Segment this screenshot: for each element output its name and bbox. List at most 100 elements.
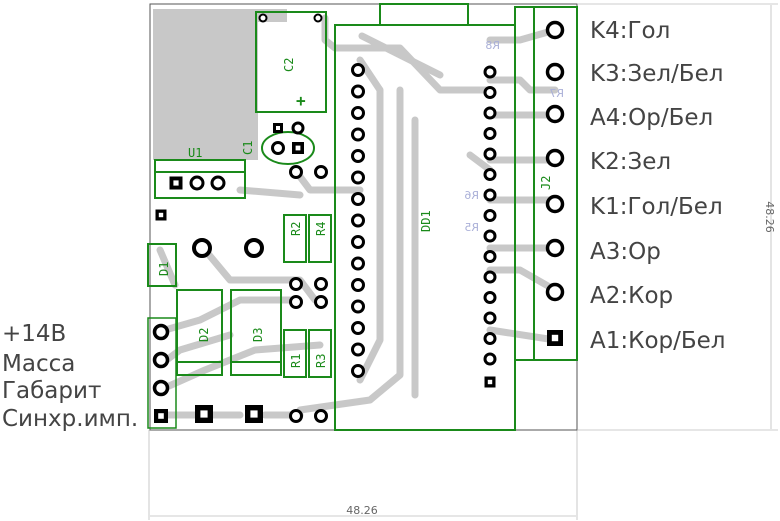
right-label-k4: K4:Гол <box>590 18 670 44</box>
dd1-pin-right <box>483 209 497 222</box>
dd1-pin-left <box>351 256 365 271</box>
label-c2: C2 <box>282 58 296 72</box>
r-pad <box>289 165 303 179</box>
dd1-pin-left <box>351 84 365 99</box>
r2-outline <box>283 214 307 263</box>
left-label-ground: Масса <box>2 351 75 377</box>
label-r5: R5 <box>464 221 479 234</box>
silk-labels: C2 + C1 U1 D1 D2 D3 R2 R4 R1 R3 DD1 J2 R… <box>157 39 564 368</box>
j2-pin <box>545 194 565 214</box>
r-pad <box>314 165 328 179</box>
power-pad-hole <box>250 410 258 418</box>
dd1-pin-right <box>483 147 497 161</box>
j2-pin <box>545 20 565 40</box>
dd1-pin-left <box>351 364 365 378</box>
dd1-pin-right <box>483 86 497 99</box>
dimension-lines <box>148 3 778 520</box>
dd1-pin-right <box>483 127 497 140</box>
copper-pour <box>153 9 287 160</box>
label-u1: U1 <box>188 146 202 160</box>
dd1-pin-left <box>351 106 365 120</box>
r-pad <box>314 295 328 309</box>
label-r6: R6 <box>464 189 479 202</box>
label-r7: R7 <box>549 87 564 100</box>
dd1-pin-right <box>483 311 497 325</box>
dd1-pin-left <box>351 342 365 357</box>
right-labels: K4:Гол K3:Зел/Бел A4:Ор/Бел K2:Зел K1:Го… <box>590 18 726 354</box>
dd1-pin-left <box>351 170 365 185</box>
u1-pin <box>210 175 226 191</box>
d1-pad <box>192 238 212 258</box>
label-d3: D3 <box>251 328 265 342</box>
dd1-pin-right <box>483 106 497 120</box>
u1-pin-1-hole <box>173 180 179 186</box>
dd1-pin-left <box>351 149 365 163</box>
dd1-pin-left <box>351 213 365 228</box>
dd1-pin-right <box>483 270 497 284</box>
dd1-pin-left <box>351 321 365 335</box>
right-label-k1: K1:Гол/Бел <box>590 194 723 220</box>
header-pin <box>152 379 170 397</box>
dd1-pin-left <box>351 278 365 292</box>
label-r1: R1 <box>289 354 303 368</box>
c2-pad <box>258 13 268 23</box>
c1-lead-round <box>291 121 305 135</box>
dd1-pin-right <box>483 291 497 304</box>
c2-outline <box>255 11 327 113</box>
right-label-a4: A4:Ор/Бел <box>590 105 713 131</box>
j2-pin <box>545 238 565 258</box>
right-label-a2: A2:Кор <box>590 283 673 309</box>
dd1-pin-left <box>351 192 365 206</box>
label-d2: D2 <box>197 328 211 342</box>
d1-pad <box>244 238 264 258</box>
label-plus: + <box>296 91 306 110</box>
left-label-power: +14В <box>2 321 66 347</box>
dd1-pin-1-hole <box>487 379 493 385</box>
dd1-pin-right <box>483 65 497 79</box>
dd1-pin-right <box>483 332 497 345</box>
label-r3: R3 <box>314 354 328 368</box>
r-pad <box>289 409 303 423</box>
c1-pad-square-hole <box>295 145 301 151</box>
dd1-pin-left <box>351 127 365 142</box>
header-pin <box>152 323 170 341</box>
j2-outline <box>514 6 578 361</box>
dd1-pin-right <box>483 352 497 366</box>
dd1-pin-left <box>351 63 365 77</box>
dd1-pin-right <box>483 229 497 243</box>
power-pad-hole <box>200 410 208 418</box>
label-dd1: DD1 <box>419 210 433 232</box>
right-label-k3: K3:Зел/Бел <box>590 61 723 87</box>
dim-width: 48.26 <box>346 504 378 517</box>
j2-pin <box>545 62 565 82</box>
j2-pin <box>545 148 565 168</box>
c1-lead-hole <box>276 126 280 130</box>
dim-height: 48.26 <box>763 201 776 233</box>
r1-outline <box>283 329 307 378</box>
dd1-pin-right <box>483 188 497 202</box>
r-pad <box>289 295 303 309</box>
right-label-a3: A3:Ор <box>590 239 661 265</box>
dd1-notch <box>379 3 469 26</box>
left-labels: +14В Масса Габарит Синхр.имп. <box>2 321 138 432</box>
label-j2: J2 <box>539 176 553 190</box>
right-label-k2: K2:Зел <box>590 149 671 175</box>
c2-pad <box>313 13 323 23</box>
d1-outline <box>147 243 177 287</box>
header-pin-4-hole <box>158 413 164 419</box>
r4-outline <box>308 214 332 263</box>
label-r2: R2 <box>289 222 303 236</box>
left-header-outline <box>147 317 177 429</box>
dd1-pin-left <box>351 235 365 249</box>
left-label-lights: Габарит <box>2 378 101 404</box>
r-pad <box>314 277 328 291</box>
d2-outline <box>176 289 223 376</box>
right-label-a1: A1:Кор/Бел <box>590 328 726 354</box>
pads <box>152 13 565 423</box>
label-r8: R8 <box>485 39 500 52</box>
silkscreen <box>147 3 578 431</box>
j2-pin <box>545 104 565 124</box>
j2-pin <box>545 282 565 302</box>
left-label-sync: Синхр.имп. <box>2 406 138 432</box>
